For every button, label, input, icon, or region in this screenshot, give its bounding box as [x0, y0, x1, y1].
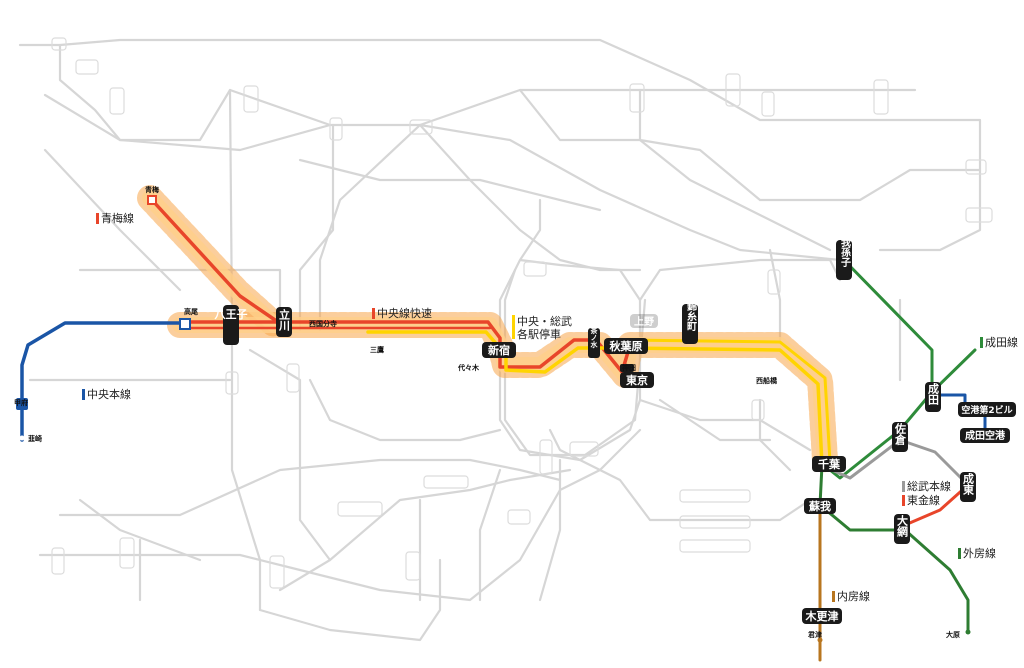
ghost-stations: [51, 37, 993, 589]
station-narita-label: 成田: [927, 382, 940, 406]
legend-sobu-main: 総武本線: [902, 478, 951, 494]
svg-text:青梅: 青梅: [145, 185, 159, 194]
station-oami-label: 大網: [896, 514, 909, 538]
station-tokyo[interactable]: 東京: [620, 372, 654, 388]
svg-text:西船橋: 西船橋: [756, 376, 778, 385]
station-ochanomizu-label: 御茶ノ水: [590, 319, 599, 349]
station-hachioji-label: 八王子: [214, 308, 248, 321]
small-station-labels: 青梅 高尾 甲府 韮崎 代々木 神田 西船橋 西国分寺 三鷹 君津 大原: [14, 185, 960, 639]
svg-text:西国分寺: 西国分寺: [309, 319, 337, 328]
station-narita-airport-label: 成田空港: [965, 429, 1006, 442]
station-airport2-label: 空港第2ビル: [961, 404, 1012, 416]
legend-narita-line: 成田線: [980, 334, 1018, 350]
chuo-main-line: [20, 321, 187, 442]
legend-chuo-main: 中央本線: [82, 386, 131, 402]
svg-text:高尾: 高尾: [184, 307, 198, 316]
station-ueno[interactable]: 上野: [630, 314, 658, 328]
station-narita[interactable]: 成田: [925, 382, 941, 412]
legend-ome-line: 青梅線: [96, 210, 134, 226]
station-abiko[interactable]: 我孫子: [836, 236, 852, 280]
svg-text:神田: 神田: [622, 363, 636, 372]
small-station-markers: [16, 195, 971, 643]
station-naruto-label: 成東: [962, 472, 975, 496]
station-abiko-label: 我孫子: [839, 236, 851, 268]
station-chiba[interactable]: 千葉: [812, 456, 846, 472]
svg-text:甲府: 甲府: [14, 398, 28, 407]
svg-text:三鷹: 三鷹: [370, 345, 384, 354]
station-kisarazu[interactable]: 木更津: [802, 608, 842, 624]
station-ueno-label: 上野: [634, 315, 654, 328]
station-kisarazu-label: 木更津: [805, 609, 839, 623]
legend-chuo-sobu-local: 中央・総武各駅停車: [512, 315, 572, 341]
svg-text:韮崎: 韮崎: [28, 434, 42, 443]
svg-text:君津: 君津: [808, 630, 822, 639]
station-akihabara-label: 秋葉原: [610, 339, 643, 353]
station-oami[interactable]: 大網: [894, 514, 910, 544]
station-sakura[interactable]: 佐倉: [892, 422, 908, 452]
station-tachikawa-label: 立川: [278, 308, 292, 331]
svg-text:代々木: 代々木: [457, 363, 480, 372]
station-narita-airport[interactable]: 成田空港: [960, 428, 1010, 443]
station-soga-label: 蘇我: [808, 499, 831, 513]
station-akihabara[interactable]: 秋葉原: [604, 338, 648, 354]
station-shinjuku-label: 新宿: [488, 343, 510, 357]
station-tokyo-label: 東京: [626, 373, 648, 387]
background-network: [18, 38, 982, 642]
station-airport2[interactable]: 空港第2ビル: [958, 402, 1016, 417]
svg-text:大原: 大原: [946, 630, 960, 639]
station-kinshicho[interactable]: 錦糸町: [682, 300, 698, 344]
legend-chuo-rapid: 中央線快速: [372, 305, 432, 321]
station-tachikawa[interactable]: 立川: [276, 307, 292, 337]
station-ochanomizu[interactable]: 御茶ノ水: [588, 319, 600, 358]
legend-togane: 東金線: [902, 492, 940, 508]
legend-uchibo: 内房線: [832, 588, 870, 604]
station-sakura-label: 佐倉: [894, 422, 908, 446]
station-hachioji[interactable]: 八王子: [214, 305, 248, 345]
legend-sotobo: 外房線: [958, 545, 996, 561]
station-naruto[interactable]: 成東: [960, 472, 976, 502]
sotobo-line: [818, 503, 970, 634]
station-kinshicho-label: 錦糸町: [685, 300, 698, 332]
station-soga[interactable]: 蘇我: [804, 498, 836, 514]
togane-line: [903, 483, 970, 527]
station-shinjuku[interactable]: 新宿: [482, 342, 516, 358]
station-chiba-label: 千葉: [818, 457, 841, 471]
